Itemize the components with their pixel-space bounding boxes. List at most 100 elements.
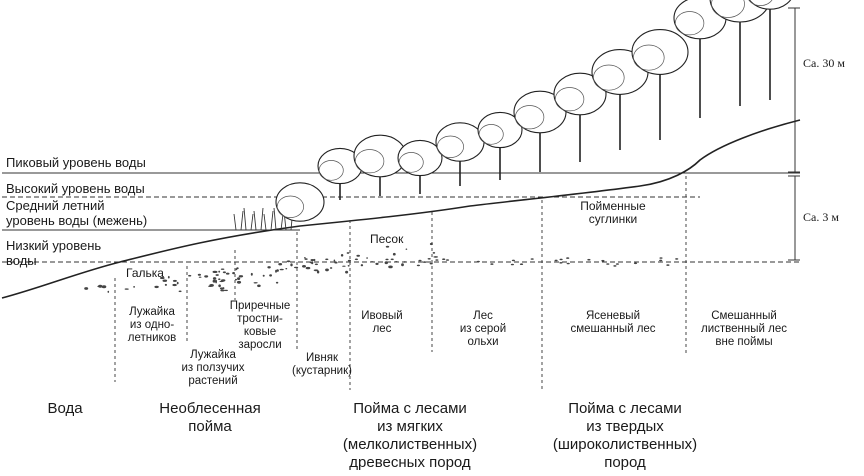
sediment-dot	[385, 258, 389, 261]
zone-creeping-line: из ползучих	[181, 362, 245, 374]
loam-label-line2: суглинки	[588, 212, 638, 226]
sediment-dot	[601, 259, 605, 262]
section-hardwood-floodplain: Пойма с лесами из твердых (широколиствен…	[540, 400, 710, 472]
reed-stem	[280, 213, 284, 231]
sediment-dot	[235, 268, 238, 271]
pebble-label: Галька	[126, 266, 164, 280]
sediment-dot	[286, 260, 291, 263]
zone-ash-forest-line: Ясеневый	[586, 310, 640, 322]
sediment-dot	[423, 261, 427, 263]
tree-crown	[477, 111, 523, 149]
zone-reeds-line: Приречные	[229, 300, 291, 312]
tree-crown-detail	[478, 124, 504, 145]
section-unforested-floodplain: Необлесенная пойма	[140, 400, 280, 436]
sediment-dot	[275, 281, 279, 284]
sediment-dot	[253, 282, 258, 284]
sediment-dot	[236, 280, 242, 284]
sediment-dot	[84, 287, 89, 290]
zone-alder-forest-line: из серой	[459, 323, 507, 335]
sediment-dot	[220, 268, 225, 270]
sediment-dot	[208, 285, 213, 287]
sediment-dot	[279, 268, 284, 271]
zone-annuals-line: летников	[127, 332, 177, 344]
sediment-dot	[313, 269, 319, 272]
sediment-dot	[333, 259, 336, 262]
section-softwood-floodplain: Пойма с лесами из мягких (мелколиственны…	[330, 400, 490, 472]
sediment-dot	[345, 270, 349, 274]
sediment-dot	[530, 258, 534, 260]
sediment-dot	[212, 279, 216, 283]
sediment-dot	[445, 259, 450, 261]
section-softwood-line: древесных пород	[349, 454, 471, 471]
sediment-dot	[160, 276, 165, 280]
sediment-dot	[587, 258, 591, 261]
sediment-dot	[232, 272, 236, 275]
sediment-dot	[215, 280, 217, 284]
sediment-dot	[316, 270, 320, 274]
sediment-dots	[84, 242, 679, 293]
zone-willow-forest: Ивовый лес	[352, 310, 412, 336]
reed-stem	[240, 210, 244, 231]
zone-reeds-line: тростни-	[237, 313, 283, 325]
tree-crown-detail	[748, 0, 773, 6]
tree-crown	[435, 122, 485, 162]
sediment-dot	[198, 276, 202, 278]
loam-label-line1: Пойменные	[580, 199, 646, 213]
sediment-dot	[325, 268, 329, 272]
sediment-dot	[334, 261, 338, 264]
sediment-dot	[154, 285, 159, 289]
tree-crown	[631, 29, 689, 75]
sediment-dot	[204, 275, 209, 278]
zone-creeping-meadow: Лужайка из ползучих растений	[172, 349, 254, 388]
zone-willow-forest-line: лес	[372, 323, 392, 335]
sediment-dot	[392, 252, 396, 256]
sediment-dot	[360, 264, 364, 267]
sediment-dot	[225, 272, 230, 275]
sediment-dot	[675, 258, 679, 260]
sediment-dot	[340, 254, 344, 257]
zone-mixed-forest: Смешанный лиственный лес вне поймы	[692, 310, 796, 349]
sediment-dot	[633, 262, 638, 265]
section-softwood-line: (мелколиственных)	[342, 436, 478, 453]
sediment-dot	[403, 261, 407, 263]
sediment-dot	[418, 259, 422, 262]
zone-willow-forest-line: Ивовый	[361, 310, 403, 322]
section-unforested-line: Необлесенная	[159, 400, 261, 417]
sediment-dot	[222, 271, 226, 274]
tree-crown-detail	[436, 135, 464, 158]
sediment-dot	[257, 284, 261, 288]
loam-label: Пойменные суглинки	[558, 200, 668, 226]
tree-crown	[397, 139, 443, 177]
zone-reeds-line: ковые	[243, 326, 277, 338]
sediment-dot	[429, 242, 433, 246]
sediment-dot	[416, 264, 420, 267]
sediment-dot	[519, 263, 524, 266]
reed-stem	[253, 210, 257, 231]
sediment-dot	[294, 266, 299, 269]
sediment-dot	[566, 257, 570, 259]
sediment-dot	[435, 259, 439, 261]
reed-stem	[273, 207, 277, 231]
sediment-dot	[329, 267, 333, 269]
zone-mixed-forest-line: Смешанный	[711, 310, 777, 322]
sediment-dot	[666, 264, 670, 266]
zone-willow-shrub: Ивняк (кустарник)	[282, 352, 362, 378]
zone-ash-forest: Ясеневый смешанный лес	[554, 310, 672, 336]
trees	[233, 0, 792, 231]
height-label-3m: Ca. 3 м	[803, 210, 839, 224]
section-softwood-line: из мягких	[377, 418, 443, 435]
sediment-dot	[356, 254, 361, 257]
tree-crown-detail	[711, 0, 745, 18]
sediment-dot	[606, 263, 610, 265]
sediment-dot	[659, 257, 663, 259]
sediment-dot	[342, 265, 346, 267]
sediment-dot	[221, 279, 226, 282]
sediment-dot	[613, 265, 617, 267]
sediment-dot	[370, 261, 374, 263]
sediment-dot	[218, 278, 221, 281]
sediment-dot	[222, 287, 225, 290]
tree-crown-detail	[318, 160, 344, 181]
sediment-dot	[172, 283, 177, 287]
sediment-dot	[215, 274, 219, 276]
